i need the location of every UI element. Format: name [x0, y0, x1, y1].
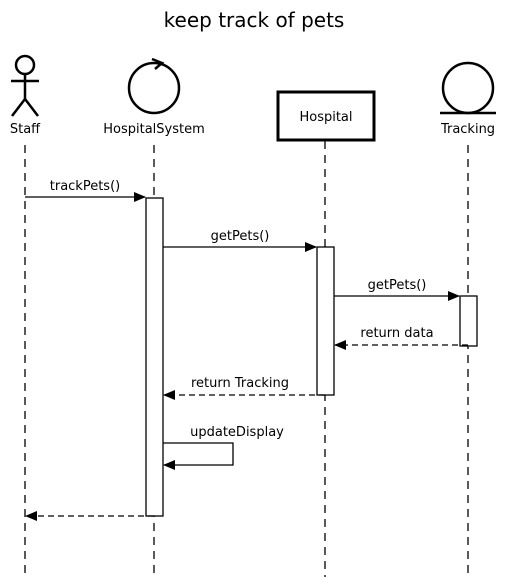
tracking-label: Tracking	[440, 122, 495, 137]
self-call-arrow	[163, 442, 234, 470]
staff-actor-icon	[11, 54, 39, 117]
staff-label: Staff	[10, 122, 41, 137]
message-label: getPets()	[211, 229, 270, 244]
tracking-activation	[459, 295, 478, 347]
hospital-box	[276, 90, 376, 142]
message-label: getPets()	[368, 278, 427, 293]
control-icon	[127, 57, 181, 115]
hospital-activation	[316, 246, 335, 396]
message-label: return data	[360, 326, 433, 341]
hospital-system-label: HospitalSystem	[103, 122, 205, 137]
diagram-title: keep track of pets	[164, 8, 345, 32]
hospital-system-activation	[145, 197, 164, 517]
message-label: return Tracking	[191, 376, 289, 391]
message-label: updateDisplay	[190, 425, 284, 440]
entity-icon	[440, 61, 496, 115]
hospital-label: Hospital	[299, 110, 352, 125]
message-label: trackPets()	[50, 179, 120, 194]
